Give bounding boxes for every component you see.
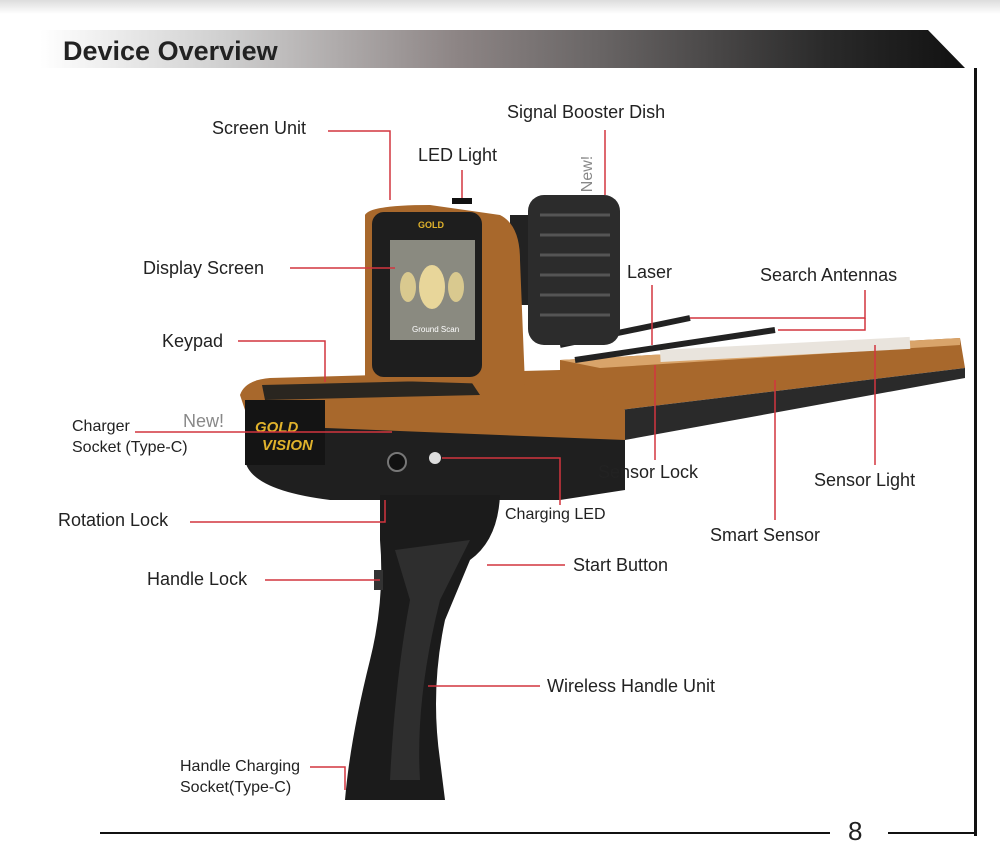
label-screen-unit: Screen Unit — [212, 118, 307, 138]
main-body: GOLD VISION — [240, 370, 625, 500]
sensor-arm — [560, 336, 965, 440]
label-wireless-handle-unit: Wireless Handle Unit — [547, 676, 716, 696]
label-sensor-light: Sensor Light — [814, 470, 916, 490]
charger-socket — [387, 452, 407, 472]
svg-text:GOLD: GOLD — [418, 220, 444, 230]
leader-lines — [135, 130, 876, 790]
badge-new-charger: New! — [183, 411, 225, 431]
label-sensor-lock: Sensor Lock — [598, 462, 699, 482]
screen-unit: Ground Scan GOLD — [365, 198, 525, 385]
header-band — [40, 30, 965, 68]
svg-text:VISION: VISION — [262, 437, 314, 454]
label-laser: Laser — [627, 262, 673, 282]
label-start-button: Start Button — [573, 555, 669, 575]
page-title: Device Overview — [63, 36, 278, 66]
right-border — [974, 68, 977, 836]
charging-led — [429, 452, 441, 464]
label-rotation-lock: Rotation Lock — [58, 510, 169, 530]
label-charger-socket-line2: Socket (Type-C) — [72, 439, 188, 456]
label-handle-lock: Handle Lock — [147, 569, 248, 589]
wireless-handle-unit — [345, 495, 500, 800]
svg-text:Ground Scan: Ground Scan — [412, 325, 459, 334]
label-search-antennas: Search Antennas — [760, 265, 898, 285]
page-number: 8 — [848, 816, 863, 846]
label-handle-charging-line2: Socket(Type-C) — [180, 779, 292, 796]
label-display-screen: Display Screen — [143, 258, 265, 278]
label-charger-socket-line1: Charger — [72, 418, 130, 435]
signal-booster-dish — [510, 195, 620, 345]
svg-text:GOLD: GOLD — [255, 419, 298, 436]
label-charging-led: Charging LED — [505, 506, 606, 523]
label-handle-charging-line1: Handle Charging — [180, 758, 301, 775]
badge-new-dish: New! — [579, 155, 597, 193]
top-shadow — [0, 0, 1000, 14]
label-smart-sensor: Smart Sensor — [710, 525, 821, 545]
label-led-light: LED Light — [418, 145, 498, 165]
led-light — [452, 198, 472, 204]
label-keypad: Keypad — [162, 331, 224, 351]
label-signal-booster-dish: Signal Booster Dish — [507, 102, 666, 122]
